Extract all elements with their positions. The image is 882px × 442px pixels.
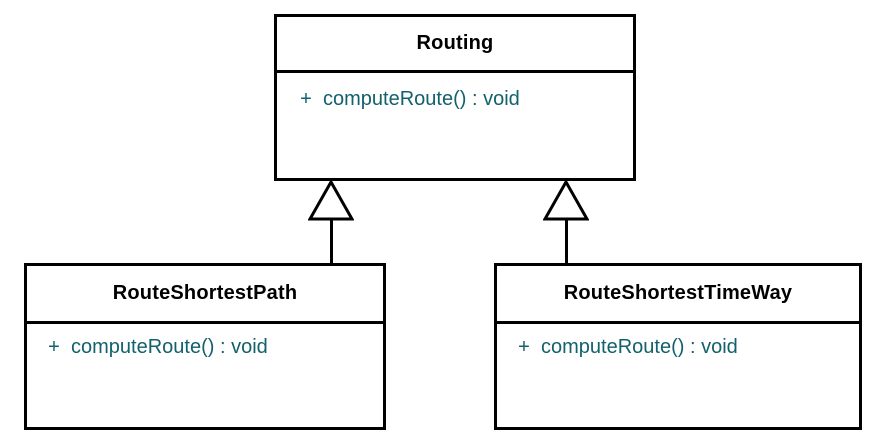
operation-signature: computeRoute() : void	[71, 336, 268, 358]
class-box-route-shortest-path[interactable]: RouteShortestPath + computeRoute() : voi…	[24, 263, 386, 430]
operation-signature: computeRoute() : void	[541, 336, 738, 358]
operations-compartment-route-shortest-time-way: + computeRoute() : void	[497, 321, 859, 427]
operation-row: + computeRoute() : void	[497, 336, 738, 359]
visibility-marker-public: +	[300, 88, 312, 110]
operation-row: + computeRoute() : void	[27, 336, 268, 359]
class-box-routing[interactable]: Routing + computeRoute() : void	[274, 14, 636, 181]
visibility-marker-public: +	[518, 336, 530, 358]
visibility-marker-public: +	[48, 336, 60, 358]
operation-row: + computeRoute() : void	[277, 88, 520, 111]
class-box-route-shortest-time-way[interactable]: RouteShortestTimeWay + computeRoute() : …	[494, 263, 862, 430]
generalization-line-right	[565, 218, 568, 265]
operations-compartment-route-shortest-path: + computeRoute() : void	[27, 321, 383, 427]
generalization-arrowhead-left-icon	[308, 180, 354, 221]
operations-compartment-routing: + computeRoute() : void	[277, 70, 633, 178]
class-name-route-shortest-path: RouteShortestPath	[112, 282, 298, 304]
operation-signature: computeRoute() : void	[323, 88, 520, 110]
class-name-routing: Routing	[416, 32, 494, 54]
generalization-line-left	[330, 218, 333, 265]
generalization-arrowhead-right-icon	[543, 180, 589, 221]
class-name-route-shortest-time-way: RouteShortestTimeWay	[563, 282, 793, 304]
